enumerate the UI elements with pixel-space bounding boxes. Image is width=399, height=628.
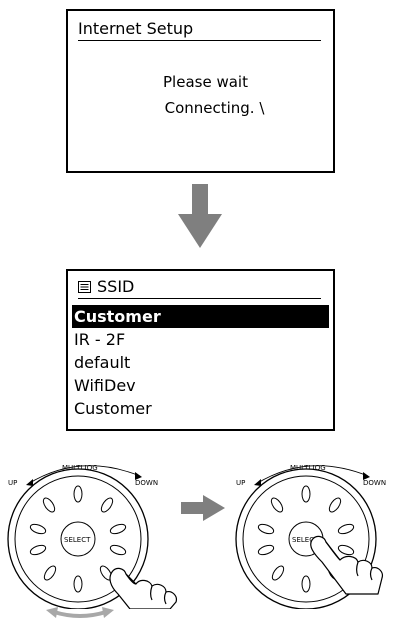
status-line-connecting: Connecting. \ xyxy=(164,99,265,117)
screen-title: Internet Setup xyxy=(78,19,194,38)
right-arrow-icon xyxy=(181,495,225,521)
rotate-arrow-icon xyxy=(46,607,114,618)
ssid-list: Customer IR - 2F default WifiDev Custome… xyxy=(72,305,329,420)
ssid-item[interactable]: default xyxy=(74,353,131,372)
knob-label: MULTI JOG xyxy=(290,464,326,472)
down-label: DOWN xyxy=(363,479,386,487)
down-arrow-icon xyxy=(178,184,222,248)
hand-icon xyxy=(310,535,383,595)
ssid-item[interactable]: WifiDev xyxy=(74,376,136,395)
knob-label: MULTI JOG xyxy=(62,464,98,472)
ssid-title-label: SSID xyxy=(97,277,135,296)
multi-jog-knob-press[interactable]: MULTI JOG UP DOWN SELECT xyxy=(228,444,399,609)
hand-icon xyxy=(109,567,177,609)
ssid-item[interactable]: IR - 2F xyxy=(74,330,126,349)
ssid-item[interactable]: Customer xyxy=(72,305,329,328)
down-label: DOWN xyxy=(135,479,158,487)
multi-jog-knob-rotate[interactable]: MULTI JOG UP DOWN SELECT xyxy=(0,444,180,609)
ssid-item[interactable]: Customer xyxy=(74,399,152,418)
select-label: SELECT xyxy=(292,536,319,544)
up-label: UP xyxy=(8,479,17,487)
title-divider xyxy=(78,40,321,41)
status-line-wait: Please wait xyxy=(163,73,248,91)
ssid-screen: SSID Customer IR - 2F default WifiDev Cu… xyxy=(66,269,335,431)
select-label: SELECT xyxy=(64,536,91,544)
title-divider xyxy=(78,298,321,299)
internet-setup-screen: Internet Setup Please wait Connecting. \ xyxy=(66,9,335,173)
list-icon xyxy=(78,280,91,293)
up-label: UP xyxy=(236,479,245,487)
screen-title: SSID xyxy=(78,277,134,296)
